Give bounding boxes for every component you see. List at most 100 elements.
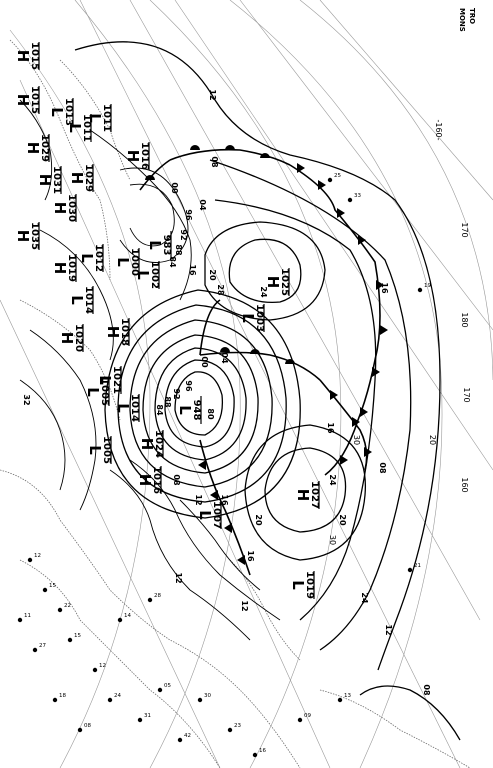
isobar-label: 16: [246, 550, 255, 562]
station-value: 33: [354, 193, 361, 199]
occluded-front: [199, 299, 221, 356]
pressure-value: 1005: [101, 436, 112, 464]
warm-front-semicircle: [220, 347, 230, 352]
longitude-line: [129, 0, 481, 621]
isobar: [244, 424, 367, 561]
isobar-label: 16: [220, 494, 229, 506]
high-pressure-symbol: H: [58, 332, 76, 345]
pressure-value: 1013: [63, 98, 74, 126]
warm-front: [199, 351, 321, 381]
pressure-value: 1035: [29, 222, 40, 250]
pressure-value: 1003: [254, 304, 265, 332]
station-value: 15: [49, 583, 56, 589]
station-dot: [327, 177, 333, 183]
isobar: [129, 319, 273, 488]
pressure-value: 1005: [99, 378, 110, 406]
grid-label: 20: [428, 435, 437, 445]
latitude-circle: [9, 29, 151, 768]
station-value: 16: [259, 748, 266, 754]
isobar-label: 96: [184, 209, 193, 221]
station-value: 14: [124, 613, 131, 619]
isobar: [129, 183, 175, 247]
station-dot: [92, 667, 98, 673]
station-dot: [252, 752, 258, 758]
isobar-label: 00: [200, 356, 209, 368]
low-pressure-symbol: L: [289, 580, 307, 590]
longitude-line: [239, 0, 493, 331]
station-value: 42: [184, 733, 191, 739]
isobar: [109, 469, 251, 641]
cold-front-triangle: [364, 447, 372, 457]
isobar: [214, 199, 377, 621]
high-pressure-symbol: H: [138, 438, 156, 451]
isobar: [209, 159, 412, 651]
high-pressure-symbol: H: [136, 474, 154, 487]
isobar-label: 04: [198, 199, 207, 211]
pressure-centers: H1025H1027L1003L983L1019L1007L948H1016H1…: [14, 42, 320, 599]
longitude-line: [319, 0, 493, 201]
low-pressure-symbol: L: [86, 113, 104, 123]
isobar: [104, 289, 301, 519]
warm-front-semicircle: [225, 145, 235, 150]
corner-text: TRO: [468, 8, 476, 24]
isobar: [19, 99, 53, 201]
high-pressure-symbol: H: [51, 262, 69, 275]
pressure-value: 1002: [149, 261, 160, 289]
cold-front-triangle: [297, 163, 305, 173]
cold-front-triangle: [380, 325, 388, 335]
station-value: 21: [414, 563, 421, 569]
low-pressure-symbol: L: [78, 253, 96, 263]
isobar-label: 08: [172, 474, 181, 486]
cold-front-triangle: [337, 208, 345, 218]
coastline: [19, 559, 221, 768]
low-pressure-symbol: L: [146, 240, 164, 250]
isobar: [154, 347, 247, 461]
isobar-label: 84: [168, 256, 177, 268]
grid-label: 170: [460, 222, 469, 237]
pressure-value: 1012: [93, 244, 104, 272]
latitude-circle: [149, 0, 342, 768]
isobar-label: 12: [194, 494, 203, 505]
isobar-label: 16: [380, 282, 389, 294]
station-dot: [137, 717, 143, 723]
isobar: [359, 685, 461, 741]
station-dot: [197, 697, 203, 703]
cold-front-triangle: [360, 407, 368, 417]
grid-label: -160-: [434, 119, 443, 140]
cold-front-triangle: [376, 280, 384, 290]
pressure-value: 1016: [151, 466, 162, 494]
station-value: 13: [344, 693, 351, 699]
grid-label: 30: [352, 435, 361, 445]
pressure-value: 1014: [129, 394, 140, 422]
pressure-value: 1019: [66, 254, 77, 282]
high-pressure-symbol: H: [264, 276, 282, 289]
isobar-label: 20: [338, 514, 347, 526]
pressure-value: 948: [191, 400, 202, 421]
isobar: [174, 371, 224, 436]
isobar-label: 24: [328, 474, 337, 486]
station-value: 15: [74, 633, 81, 639]
front-symbols: [145, 145, 388, 565]
isobar: [204, 221, 326, 321]
station-dot: [77, 727, 83, 733]
latitude-circle: [74, 0, 241, 768]
cold-front-triangle: [318, 180, 326, 190]
warm-front-semicircle: [285, 359, 295, 364]
pressure-value: 1027: [309, 481, 320, 509]
pressure-value: 1024: [153, 430, 164, 458]
isobar-label: 20: [254, 514, 263, 526]
high-pressure-symbol: H: [104, 326, 122, 339]
cold-front-triangle: [198, 460, 206, 470]
station-value: 19: [424, 283, 431, 289]
station-dot: [407, 567, 413, 573]
isobar-label: 00: [170, 182, 179, 194]
isobar-label: 04: [220, 352, 229, 364]
coastline: [19, 299, 121, 421]
pressure-value: 983: [161, 235, 172, 256]
corner-text: MONS: [458, 8, 466, 32]
station-value: 09: [304, 713, 311, 719]
isobar: [29, 329, 97, 511]
isobar: [129, 459, 281, 621]
